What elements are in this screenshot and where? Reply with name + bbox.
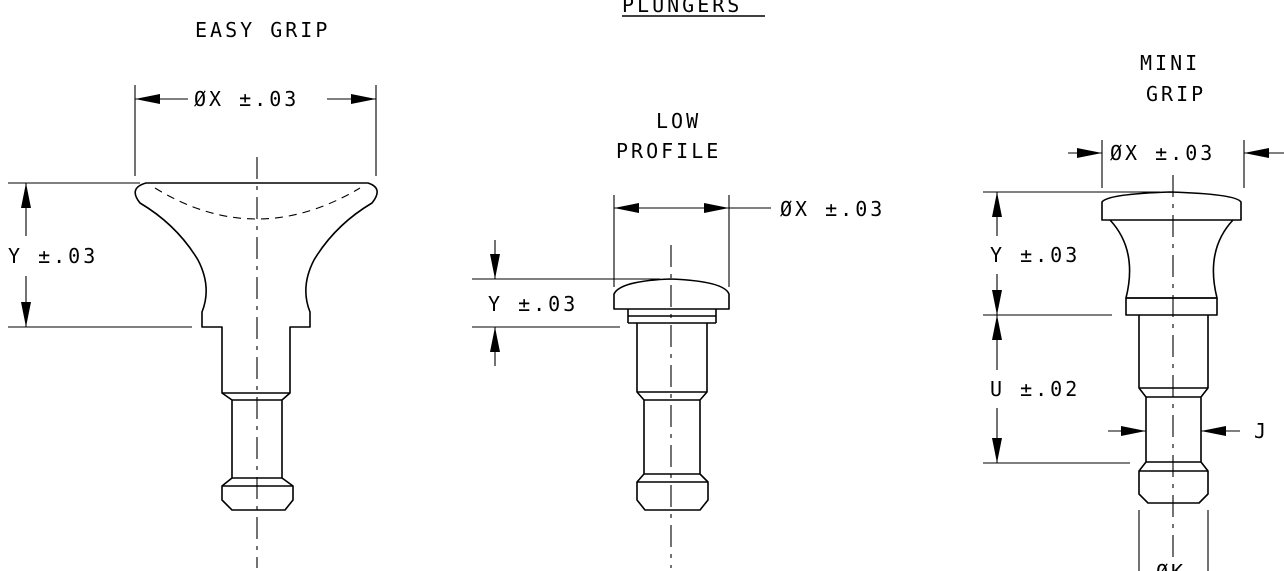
mini-grip-arrow bbox=[1077, 148, 1102, 158]
mini-grip-height-label: Y ±.03 bbox=[990, 243, 1080, 267]
mini-grip-title-line1: MINI bbox=[1140, 51, 1200, 75]
easy-grip-height-label: Y ±.03 bbox=[8, 244, 98, 268]
mini-grip-neck bbox=[1109, 219, 1234, 299]
low-profile-stem bbox=[636, 323, 709, 511]
mini-grip-j-label: J bbox=[1254, 419, 1269, 443]
mini-grip-diameter-label: ØX ±.03 bbox=[1110, 141, 1215, 165]
mini-grip-arrow bbox=[1121, 426, 1146, 436]
easy-grip-title: EASY GRIP bbox=[195, 18, 330, 42]
easy-grip-arrow bbox=[21, 302, 31, 327]
mini-grip-head bbox=[1101, 191, 1242, 221]
low-profile-title-line2: PROFILE bbox=[616, 139, 721, 163]
easy-grip-view: EASY GRIP ØX ±.03 Y ±.03 bbox=[8, 18, 378, 568]
easy-grip-arrow bbox=[21, 183, 31, 208]
easy-grip-arrow bbox=[351, 94, 376, 104]
low-profile-arrow bbox=[614, 203, 639, 213]
mini-grip-arrow bbox=[992, 315, 1002, 340]
mini-grip-arrow bbox=[1201, 426, 1226, 436]
easy-grip-hidden-dish bbox=[154, 187, 361, 220]
mini-grip-title-line2: GRIP bbox=[1146, 82, 1206, 106]
easy-grip-diameter-label: ØX ±.03 bbox=[194, 87, 299, 111]
mini-grip-arrow bbox=[1244, 148, 1269, 158]
low-profile-arrow bbox=[704, 203, 729, 213]
low-profile-arrow bbox=[490, 254, 500, 279]
low-profile-title-line1: LOW bbox=[656, 109, 701, 133]
low-profile-head bbox=[613, 278, 730, 310]
mini-grip-collar bbox=[1125, 297, 1218, 316]
low-profile-arrow bbox=[490, 327, 500, 352]
mini-grip-arrow bbox=[992, 290, 1002, 315]
low-profile-view: LOW PROFILE ØX ±.03 Y ±.03 bbox=[472, 109, 885, 568]
mini-grip-arrow bbox=[992, 438, 1002, 463]
mini-grip-arrow bbox=[992, 192, 1002, 217]
drawing-title: PLUNGERS bbox=[622, 0, 742, 17]
easy-grip-arrow bbox=[135, 94, 160, 104]
mini-grip-length-label: U ±.02 bbox=[990, 377, 1080, 401]
low-profile-height-label: Y ±.03 bbox=[488, 292, 578, 316]
easy-grip-outline bbox=[134, 182, 378, 511]
mini-grip-view: MINI GRIP ØX ±.03 Y ±.03 bbox=[983, 51, 1284, 571]
low-profile-diameter-label: ØX ±.03 bbox=[780, 197, 885, 221]
mini-grip-k-label: ØK bbox=[1156, 560, 1186, 571]
